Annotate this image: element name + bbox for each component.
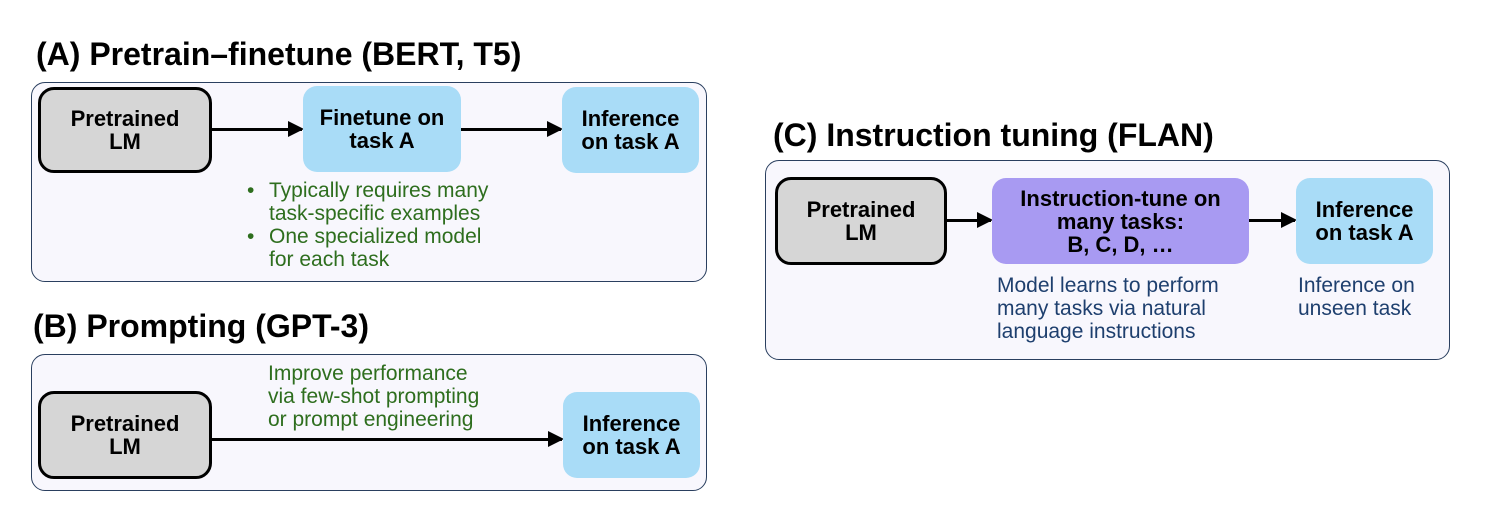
box-line: on task A — [582, 434, 681, 459]
panel-a-title: (A) Pretrain–finetune (BERT, T5) — [36, 36, 522, 72]
panel-c-instruction-note: Model learns to perform many tasks via n… — [997, 274, 1219, 343]
panel-a-bullets: Typically requires many task-specific ex… — [247, 179, 488, 271]
box-line: Pretrained — [806, 197, 916, 222]
note-line: many tasks via natural — [997, 297, 1206, 320]
box-line: B, C, D, … — [1067, 231, 1174, 257]
box-line: Inference — [582, 411, 681, 436]
box-line: Inference — [581, 106, 680, 131]
note-line: or prompt engineering — [268, 408, 474, 431]
box-line: Inference — [1315, 197, 1414, 222]
box-line: Finetune on — [319, 105, 445, 130]
box-line: LM — [109, 129, 141, 154]
panel-c-arrow-1 — [947, 212, 993, 228]
box-line: task A — [349, 128, 415, 153]
panel-a-arrow-2 — [461, 121, 563, 137]
box-line: LM — [845, 220, 877, 245]
bullet-line: for each task — [269, 248, 390, 271]
panel-c-title: (C) Instruction tuning (FLAN) — [773, 117, 1214, 153]
panel-b-arrow — [212, 431, 564, 447]
box-line: on task A — [1315, 220, 1414, 245]
panel-a-arrow-1 — [212, 121, 304, 137]
note-line: Inference on — [1298, 274, 1415, 297]
bullet-line: Typically requires many — [269, 179, 489, 202]
box-line: Pretrained — [70, 411, 180, 436]
bullet-line: One specialized model — [269, 225, 482, 248]
note-line: language instructions — [997, 320, 1196, 343]
box-line: LM — [109, 434, 141, 459]
box-line: Pretrained — [70, 106, 180, 131]
note-line: unseen task — [1298, 297, 1412, 320]
box-line: many tasks: — [1056, 208, 1185, 234]
box-line: Instruction-tune on — [1020, 185, 1221, 211]
panel-c-arrow-2 — [1249, 212, 1297, 228]
note-line: Model learns to perform — [997, 274, 1219, 297]
bullet-line: task-specific examples — [269, 202, 481, 225]
panel-c-inference-note: Inference on unseen task — [1298, 274, 1415, 320]
note-line: via few-shot prompting — [268, 385, 480, 408]
panel-b-note: Improve performance via few-shot prompti… — [268, 362, 479, 431]
box-line: on task A — [581, 129, 680, 154]
note-line: Improve performance — [268, 362, 468, 385]
bullet-item: One specialized model for each task — [247, 225, 488, 271]
panel-b-title: (B) Prompting (GPT-3) — [33, 308, 369, 344]
bullet-item: Typically requires many task-specific ex… — [247, 179, 488, 225]
